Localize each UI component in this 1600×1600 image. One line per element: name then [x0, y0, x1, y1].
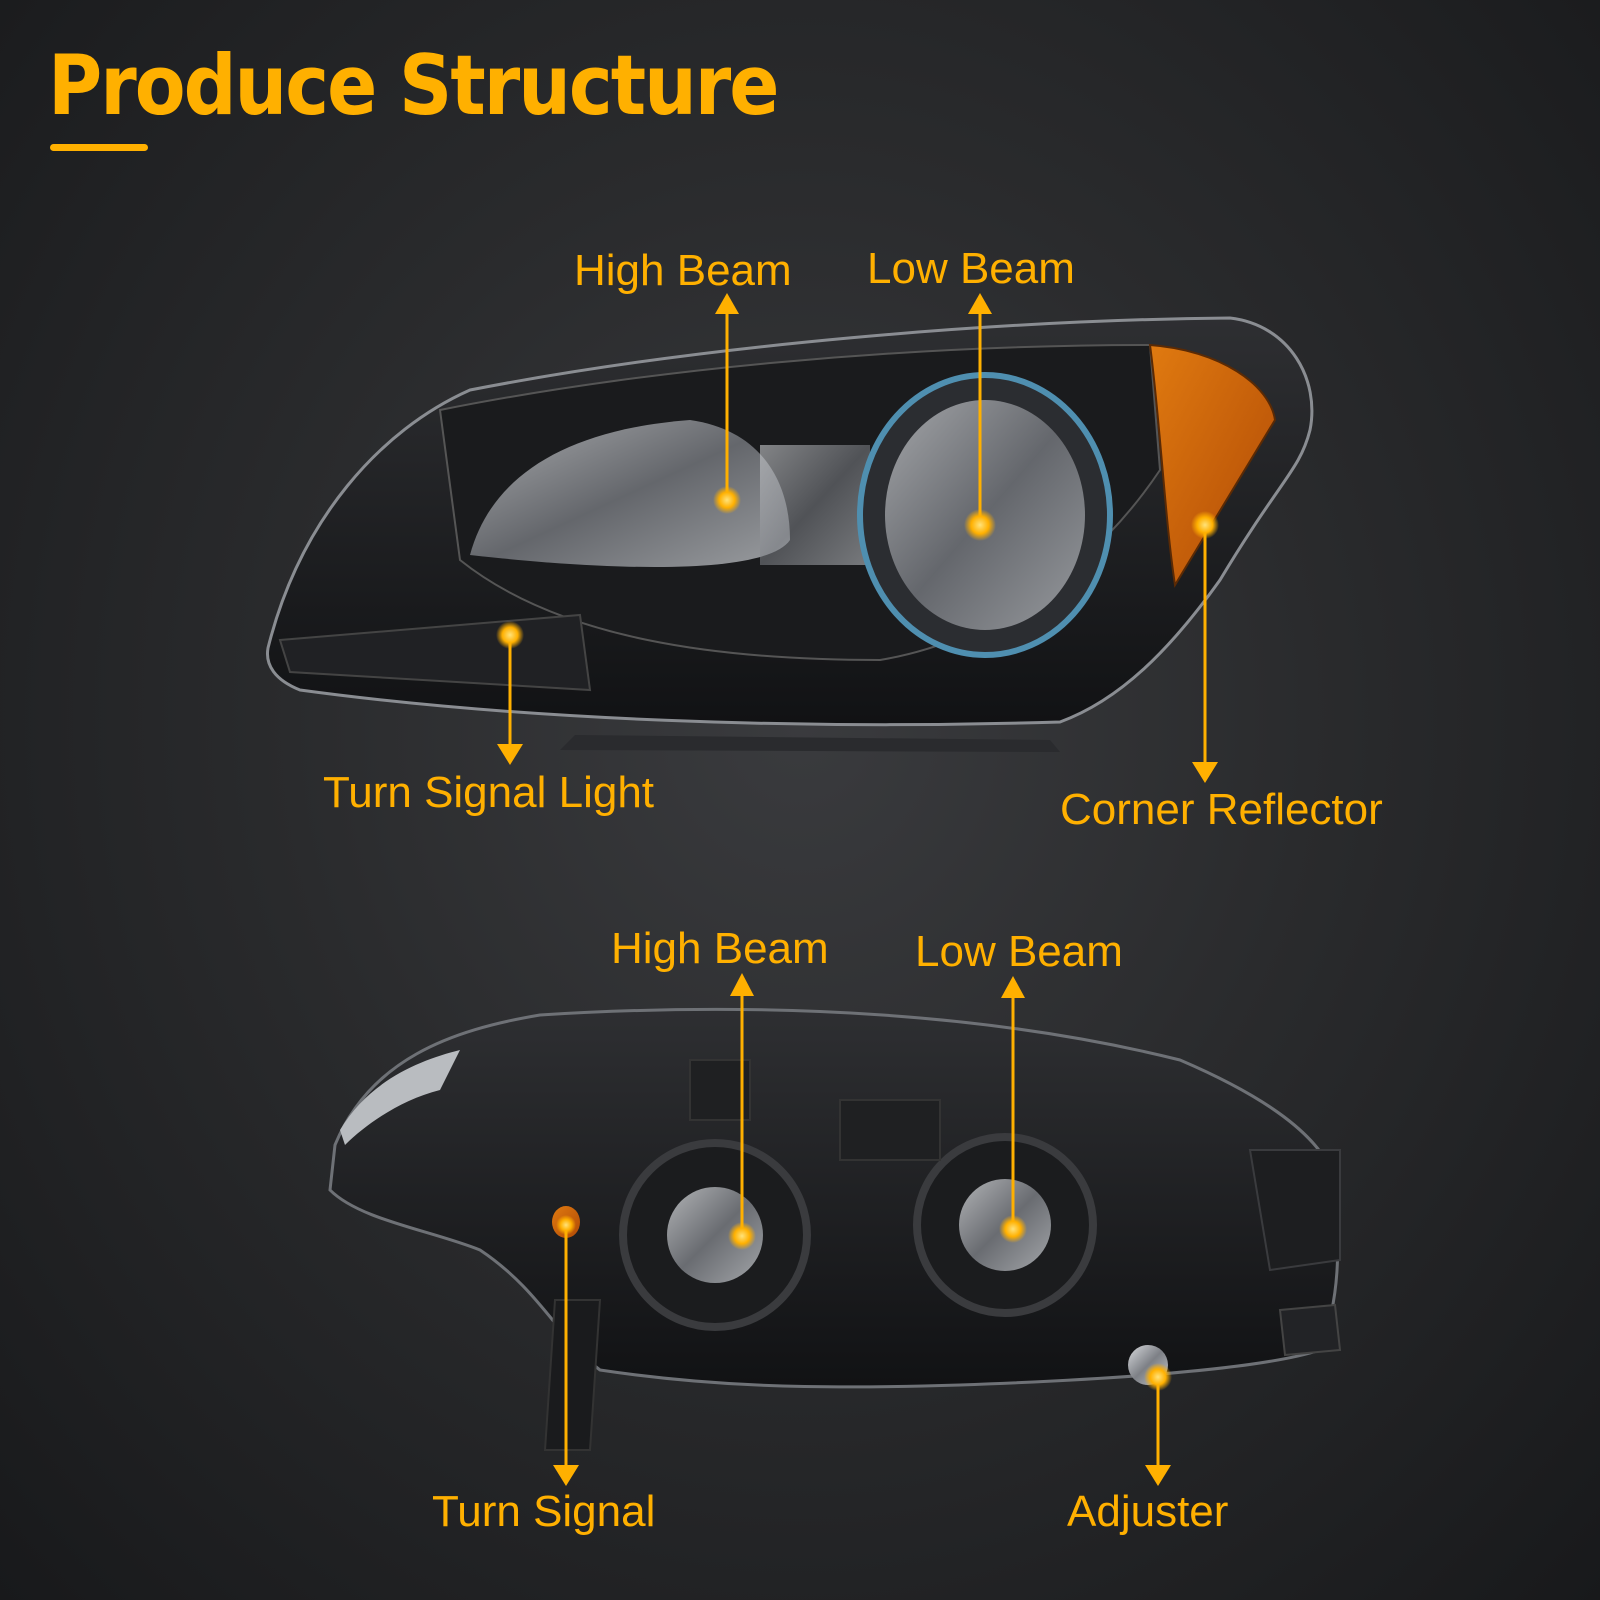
- callout-rear-high-beam: [728, 973, 756, 1250]
- front-headlight-image: [265, 316, 1314, 752]
- label-rear-high-beam: High Beam: [611, 924, 829, 973]
- callout-rear-turn-signal: [553, 1215, 579, 1486]
- callout-rear-adjuster: [1144, 1363, 1172, 1486]
- label-front-low-beam: Low Beam: [867, 244, 1075, 293]
- label-rear-turn-signal: Turn Signal: [432, 1487, 656, 1536]
- label-front-corner-reflector: Corner Reflector: [1060, 785, 1383, 834]
- callout-front-turn-signal: [496, 621, 524, 765]
- label-front-turn-signal-light: Turn Signal Light: [323, 768, 655, 817]
- label-rear-low-beam: Low Beam: [915, 927, 1123, 976]
- callout-front-low-beam: [964, 293, 996, 541]
- label-front-high-beam: High Beam: [574, 246, 792, 295]
- callout-rear-low-beam: [999, 976, 1027, 1243]
- title-underline: [50, 144, 148, 151]
- label-rear-adjuster: Adjuster: [1067, 1487, 1229, 1536]
- callout-front-corner-reflector: [1191, 511, 1219, 783]
- callout-front-high-beam: [713, 293, 741, 514]
- page-title: Produce Structure: [48, 38, 779, 135]
- rear-headlight-image: [328, 1007, 1342, 1451]
